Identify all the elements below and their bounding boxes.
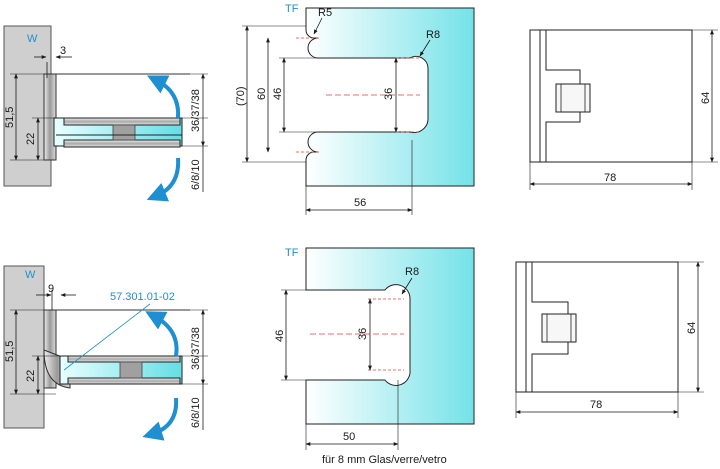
wall-block (3, 25, 52, 187)
part-number: 57.301.01-02 (110, 291, 175, 303)
hinge-plate (43, 73, 57, 161)
bottom-glass-cutout-view: TF R8 46 36 50 (274, 247, 475, 450)
clamp-top (63, 117, 181, 126)
dim-78: 78 (604, 172, 616, 184)
clamp-bottom (63, 139, 181, 148)
dim-50: 50 (343, 431, 355, 443)
top-front-view: 64 78 (529, 29, 718, 190)
offset-dim: 3 (60, 45, 66, 57)
dim-36: 36 (357, 328, 369, 340)
right-lower-dim: 6/8/10 (190, 397, 202, 428)
r5-label: R5 (318, 7, 332, 19)
height-inner-dim: 22 (25, 133, 37, 145)
bottom-front-view: 64 78 (515, 261, 704, 418)
bottom-side-view: W 9 57.301.01-02 51,5 22 36/37/38 6/8/10 (3, 265, 208, 441)
tf-label: TF (285, 3, 299, 15)
dim-46: 46 (272, 88, 284, 100)
screw-block (541, 313, 577, 343)
top-side-view: W 3 51,5 22 36/37/38 6/8/10 (3, 25, 208, 202)
r8-label: R8 (405, 266, 419, 278)
height-inner-dim: 22 (25, 370, 37, 382)
dim-70: (70) (235, 86, 247, 106)
top-glass-cutout-view: TF R5 R8 (70) 60 46 36 56 (235, 3, 475, 215)
r8-label: R8 (426, 29, 440, 41)
clamp-bottom (67, 377, 181, 385)
tf-label: TF (285, 247, 299, 259)
right-upper-dim: 36/37/38 (190, 89, 202, 132)
dim-60: 60 (256, 88, 268, 100)
rotation-arrow-up (145, 311, 179, 357)
right-upper-dim: 36/37/38 (190, 327, 202, 370)
rotation-arrow-up (147, 75, 181, 119)
rotation-arrow-down (146, 157, 181, 202)
wall-label: W (27, 33, 38, 45)
rotation-arrow-down (142, 397, 179, 441)
screw (112, 124, 136, 141)
screw-block (555, 83, 591, 113)
hinge-body (529, 29, 693, 163)
hinge-body (515, 261, 679, 393)
dim-56: 56 (354, 197, 366, 209)
height-total-dim: 51,5 (4, 341, 16, 362)
wall-label: W (25, 269, 36, 281)
dim-46: 46 (274, 330, 286, 342)
caption: für 8 mm Glas/verre/vetro (322, 454, 447, 466)
part-leader (63, 303, 151, 371)
screw (119, 361, 143, 379)
dim-36: 36 (383, 88, 395, 100)
dim-64: 64 (700, 92, 712, 104)
right-lower-dim: 6/8/10 (190, 159, 202, 190)
dim-64: 64 (686, 322, 698, 334)
offset-dim: 9 (48, 283, 54, 295)
clamp-top (67, 355, 181, 363)
dim-78: 78 (590, 399, 602, 411)
glass-cutout (305, 247, 475, 425)
height-total-dim: 51,5 (4, 107, 16, 128)
wall-block (3, 265, 45, 429)
